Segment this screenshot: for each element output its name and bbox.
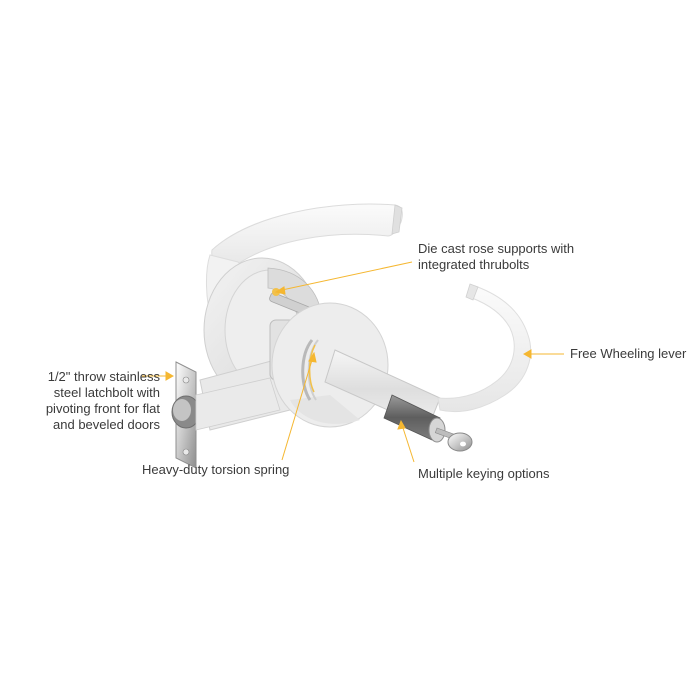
rose-leader	[281, 261, 413, 291]
lever-arrowhead-icon	[522, 349, 532, 359]
cylinder-housing	[324, 349, 446, 443]
spring-leader	[281, 359, 313, 461]
latchbolt	[171, 361, 281, 469]
callout-latchbolt-label: 1/2" throw stainless steel latchbolt wit…	[45, 369, 160, 432]
leader-lines	[142, 261, 564, 463]
keying-leader	[402, 427, 415, 463]
callout-rose-label: Die cast rose supports with integrated t…	[418, 241, 575, 272]
callout-lever-label: Free Wheeling lever	[570, 346, 687, 361]
rose-arrowhead-icon	[274, 286, 286, 295]
inside-lever	[437, 283, 532, 413]
spring-arrowhead-icon	[308, 351, 317, 363]
key	[434, 427, 473, 452]
latch-arrowhead-icon	[165, 371, 175, 381]
keying-arrowhead-icon	[397, 419, 406, 430]
callout-keying-label: Multiple keying options	[418, 466, 550, 481]
callout-torsion-spring-label: Heavy-duty torsion spring	[142, 462, 290, 477]
